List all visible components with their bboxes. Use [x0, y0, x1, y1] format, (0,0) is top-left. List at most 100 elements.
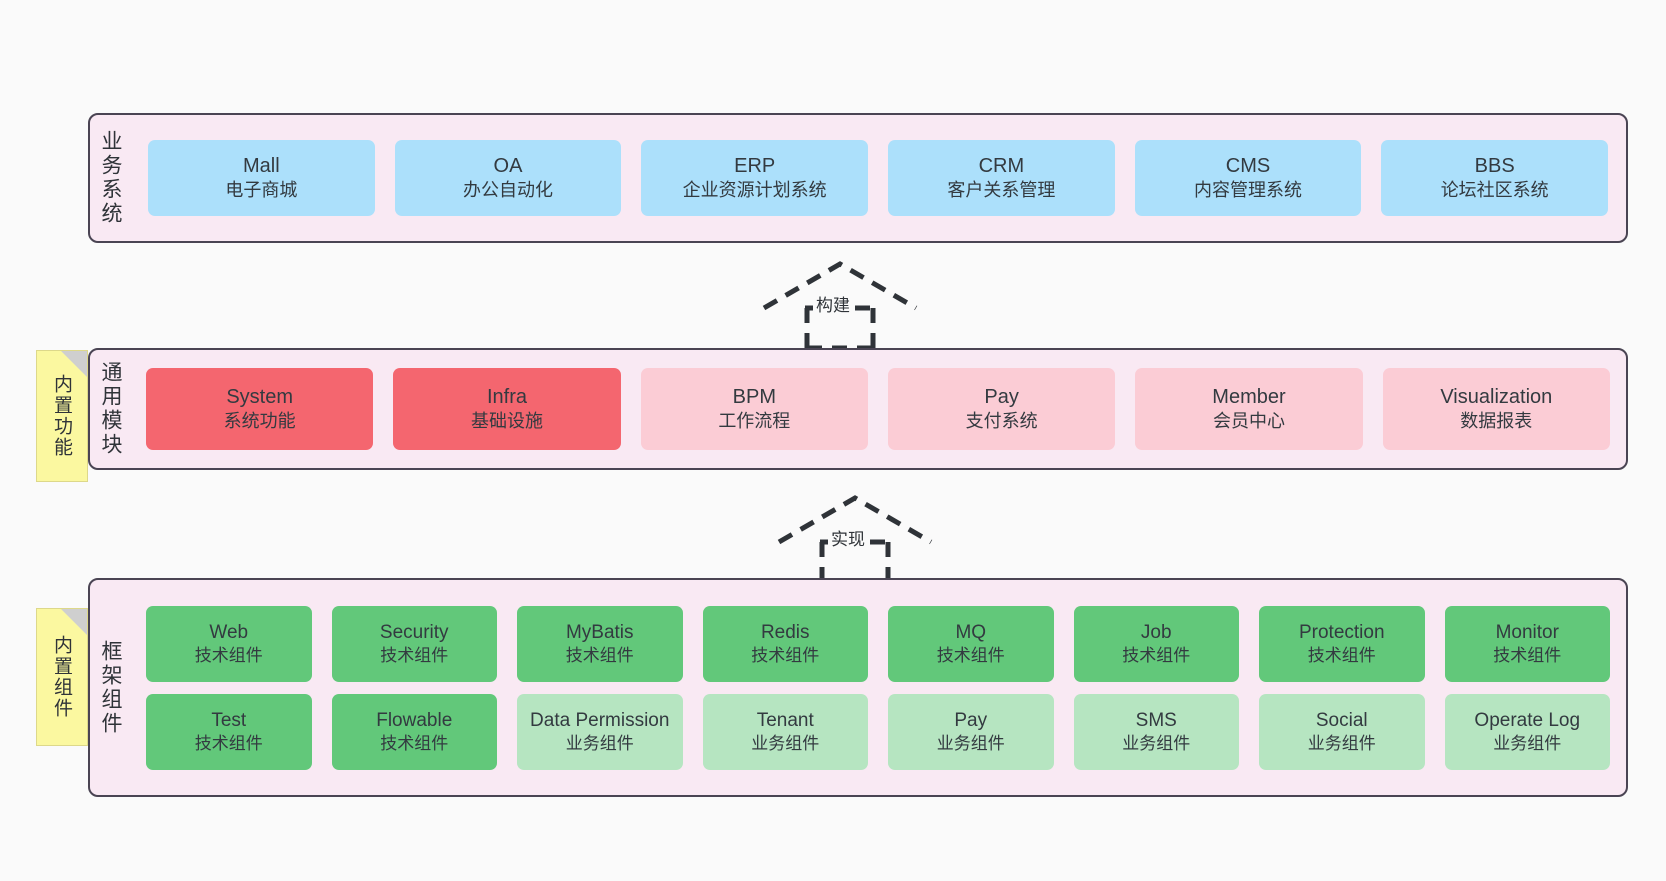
card-pay[interactable]: Pay 支付系统	[887, 368, 1116, 450]
card-title: Job	[1140, 622, 1172, 643]
card-title: MyBatis	[565, 622, 634, 643]
layer-framework-components: 框架组件 Web 技术组件 Security 技术组件 MyBatis 技术组件…	[88, 578, 1628, 797]
card-subtitle: 业务组件	[1122, 733, 1191, 753]
card-subtitle: 技术组件	[1493, 645, 1562, 665]
card-sms[interactable]: SMS 业务组件	[1073, 693, 1239, 770]
card-title: CRM	[978, 155, 1025, 178]
card-subtitle: 内容管理系统	[1194, 180, 1303, 201]
card-bbs[interactable]: BBS 论坛社区系统	[1381, 140, 1609, 216]
card-title: Mall	[243, 155, 280, 178]
card-bpm[interactable]: BPM 工作流程	[640, 368, 868, 450]
card-title: ERP	[734, 155, 776, 178]
card-operate-log[interactable]: Operate Log 业务组件	[1444, 693, 1610, 770]
note-built-in-functions: 内置功能	[36, 350, 88, 482]
card-subtitle: 业务组件	[1307, 733, 1376, 753]
card-title: Visualization	[1440, 386, 1553, 409]
card-flowable[interactable]: Flowable 技术组件	[331, 693, 497, 770]
card-redis[interactable]: Redis 技术组件	[702, 605, 868, 682]
card-title: BBS	[1474, 155, 1515, 178]
card-row: Mall 电子商城 OA 办公自动化 ERP 企业资源计划系统 CRM 客户关系…	[148, 140, 1609, 216]
card-subtitle: 基础设施	[470, 411, 543, 432]
card-crm[interactable]: CRM 客户关系管理	[888, 140, 1115, 216]
card-subtitle: 企业资源计划系统	[682, 180, 827, 201]
card-title: BPM	[732, 386, 776, 409]
card-title: Redis	[760, 622, 810, 643]
card-subtitle: 办公自动化	[463, 180, 553, 201]
layer-title-frame: 框架组件	[99, 639, 123, 736]
card-system[interactable]: System 系统功能	[146, 368, 374, 450]
card-web[interactable]: Web 技术组件	[146, 605, 312, 682]
card-subtitle: 论坛社区系统	[1440, 180, 1549, 201]
card-subtitle: 业务组件	[565, 733, 634, 753]
card-title: Member	[1212, 386, 1286, 409]
card-title: Security	[379, 622, 449, 643]
card-title: Monitor	[1495, 622, 1559, 643]
card-title: Pay	[984, 386, 1019, 409]
card-subtitle: 电子商城	[225, 180, 298, 201]
card-mybatis[interactable]: MyBatis 技术组件	[517, 605, 683, 682]
card-subtitle: 技术组件	[194, 733, 263, 753]
card-title: System	[226, 386, 293, 409]
card-title: OA	[493, 155, 523, 178]
card-title: MQ	[955, 622, 987, 643]
card-subtitle: 支付系统	[965, 411, 1038, 432]
card-cms[interactable]: CMS 内容管理系统	[1134, 140, 1362, 216]
card-title: SMS	[1135, 710, 1177, 731]
card-title: Tenant	[756, 710, 814, 731]
card-mq[interactable]: MQ 技术组件	[888, 605, 1054, 682]
note-label: 内置功能	[50, 374, 72, 458]
card-mall[interactable]: Mall 电子商城	[148, 140, 375, 216]
card-subtitle: 系统功能	[223, 411, 296, 432]
card-title: Operate Log	[1474, 710, 1581, 731]
card-subtitle: 业务组件	[1493, 733, 1562, 753]
card-title: Flowable	[376, 710, 453, 731]
card-protection[interactable]: Protection 技术组件	[1259, 605, 1425, 682]
card-pay-business[interactable]: Pay 业务组件	[888, 693, 1054, 770]
card-subtitle: 技术组件	[194, 645, 263, 665]
card-title: Test	[211, 710, 247, 731]
layer-common-modules: 通用模块 System 系统功能 Infra 基础设施 BPM 工作流程 Pay…	[88, 348, 1628, 470]
card-test[interactable]: Test 技术组件	[146, 693, 312, 770]
arrow-label-implement: 实现	[828, 525, 868, 550]
card-title: Data Permission	[530, 710, 670, 731]
card-infra[interactable]: Infra 基础设施	[393, 368, 621, 450]
card-member[interactable]: Member 会员中心	[1135, 368, 1363, 450]
card-subtitle: 技术组件	[1307, 645, 1376, 665]
card-subtitle: 技术组件	[565, 645, 634, 665]
card-row-technical: Web 技术组件 Security 技术组件 MyBatis 技术组件 Redi…	[146, 605, 1610, 682]
card-title: Infra	[486, 386, 527, 409]
arrow-build: 构建	[750, 258, 930, 351]
layer-body-frame: Web 技术组件 Security 技术组件 MyBatis 技术组件 Redi…	[130, 580, 1626, 795]
card-social[interactable]: Social 业务组件	[1259, 693, 1425, 770]
card-visualization[interactable]: Visualization 数据报表	[1382, 368, 1610, 450]
arrow-label-build: 构建	[813, 291, 853, 316]
card-title: Pay	[954, 710, 988, 731]
card-monitor[interactable]: Monitor 技术组件	[1444, 605, 1610, 682]
card-subtitle: 技术组件	[751, 645, 820, 665]
card-subtitle: 技术组件	[380, 733, 449, 753]
card-tenant[interactable]: Tenant 业务组件	[702, 693, 868, 770]
card-subtitle: 数据报表	[1460, 411, 1533, 432]
layer-title-common: 通用模块	[99, 361, 123, 457]
card-title: Social	[1315, 710, 1368, 731]
card-subtitle: 业务组件	[751, 733, 820, 753]
card-subtitle: 技术组件	[380, 645, 449, 665]
card-oa[interactable]: OA 办公自动化	[394, 140, 622, 216]
card-security[interactable]: Security 技术组件	[331, 605, 497, 682]
layer-title-business: 业务系统	[99, 130, 123, 226]
layer-body-common: System 系统功能 Infra 基础设施 BPM 工作流程 Pay 支付系统…	[130, 350, 1626, 468]
card-subtitle: 工作流程	[718, 411, 791, 432]
arrow-implement: 实现	[765, 492, 945, 585]
card-erp[interactable]: ERP 企业资源计划系统	[641, 140, 869, 216]
card-row-business: Test 技术组件 Flowable 技术组件 Data Permission …	[146, 693, 1610, 770]
layer-body-business: Mall 电子商城 OA 办公自动化 ERP 企业资源计划系统 CRM 客户关系…	[130, 115, 1626, 241]
card-title: Protection	[1298, 622, 1385, 643]
card-subtitle: 客户关系管理	[947, 180, 1056, 201]
card-data-permission[interactable]: Data Permission 业务组件	[517, 693, 683, 770]
note-built-in-components: 内置组件	[36, 608, 88, 746]
folded-corner-icon	[61, 609, 87, 635]
folded-corner-icon	[61, 351, 87, 377]
card-job[interactable]: Job 技术组件	[1073, 605, 1239, 682]
card-title: Web	[209, 622, 249, 643]
